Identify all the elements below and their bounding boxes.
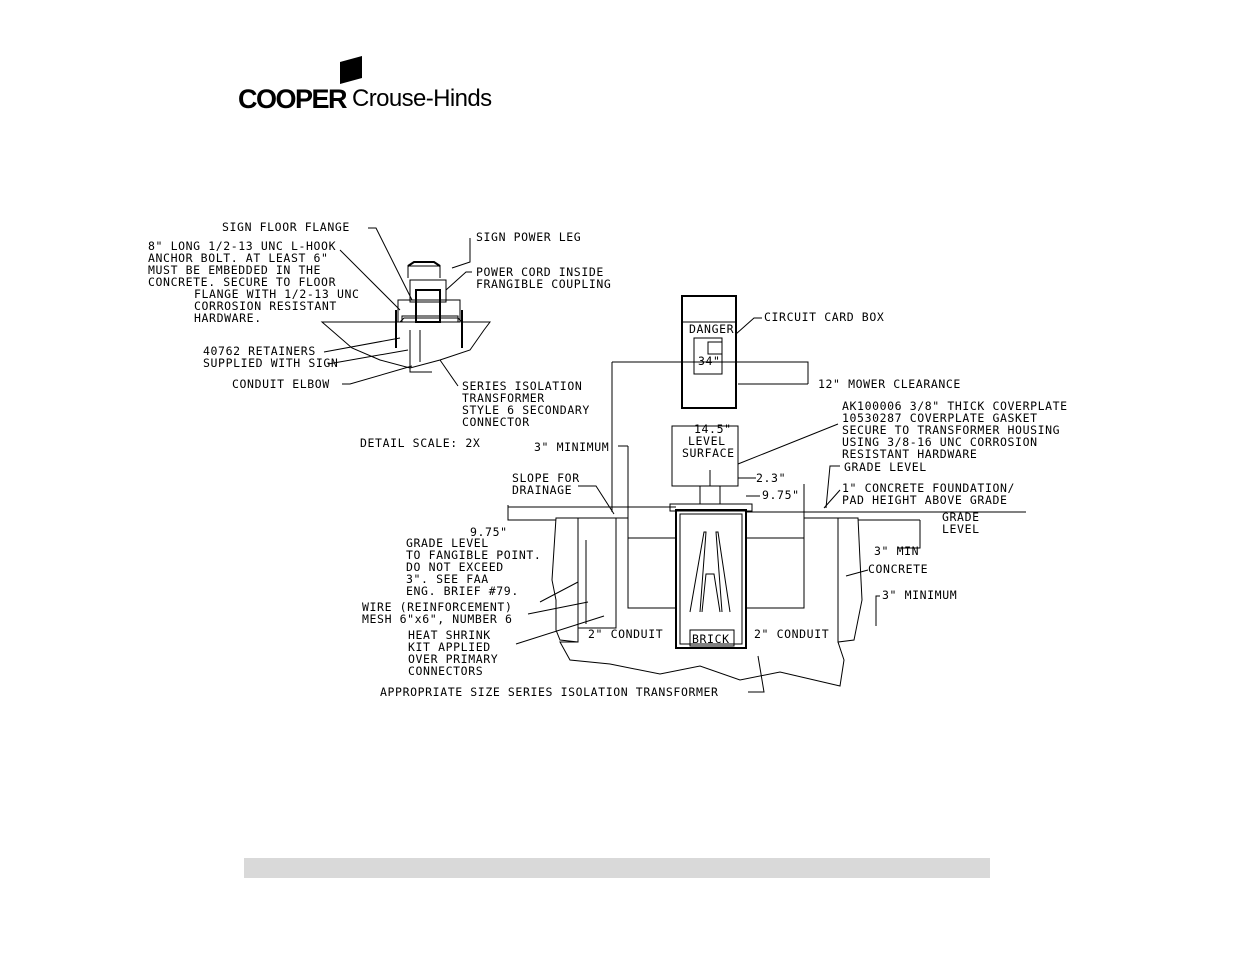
- label-slope-2: DRAINAGE: [512, 483, 572, 497]
- label-anchor-bolt-6: CORROSION RESISTANT: [194, 299, 337, 313]
- label-coverplate-2: 10530287 COVERPLATE GASKET: [842, 411, 1038, 425]
- label-bottom-transformer: APPROPRIATE SIZE SERIES ISOLATION TRANSF…: [380, 685, 719, 699]
- label-heat-shrink-4: CONNECTORS: [408, 664, 483, 678]
- label-anchor-bolt-3: MUST BE EMBEDDED IN THE: [148, 263, 321, 277]
- label-isolation-4: CONNECTOR: [462, 415, 530, 429]
- label-dim-9-75-left: 9.75": [470, 525, 508, 539]
- label-sign-power-leg: SIGN POWER LEG: [476, 230, 581, 244]
- label-anchor-bolt-2: ANCHOR BOLT. AT LEAST 6": [148, 251, 329, 265]
- label-level-surface-1: LEVEL: [688, 434, 726, 448]
- label-slope-1: SLOPE FOR: [512, 471, 580, 485]
- label-danger: DANGER: [689, 322, 734, 336]
- label-dim-2-3: 2.3": [756, 471, 786, 485]
- label-coverplate-3: SECURE TO TRANSFORMER HOUSING: [842, 423, 1060, 437]
- label-heat-shrink-3: OVER PRIMARY: [408, 652, 498, 666]
- label-grade-level-right-1: GRADE: [942, 510, 980, 524]
- main-labels: CIRCUIT CARD BOX DANGER 34" 12" MOWER CL…: [362, 310, 1068, 699]
- label-wire-mesh-1: WIRE (REINFORCEMENT): [362, 600, 512, 614]
- label-power-cord-2: FRANGIBLE COUPLING: [476, 277, 611, 291]
- label-dim-9-75-right: 9.75": [762, 488, 800, 502]
- label-three-minimum-bottom: 3" MINIMUM: [882, 588, 957, 602]
- label-wire-mesh-2: MESH 6"x6", NUMBER 6: [362, 612, 512, 626]
- label-frangible-3: DO NOT EXCEED: [406, 560, 504, 574]
- label-concrete-foundation-2: PAD HEIGHT ABOVE GRADE: [842, 493, 1008, 507]
- label-anchor-bolt-4: CONCRETE. SECURE TO FLOOR: [148, 275, 336, 289]
- label-mower-clearance: 12" MOWER CLEARANCE: [818, 377, 961, 391]
- label-conduit-left: 2" CONDUIT: [588, 627, 663, 641]
- label-sign-floor-flange: SIGN FLOOR FLANGE: [222, 220, 350, 234]
- label-grade-level-top: GRADE LEVEL: [844, 460, 927, 474]
- label-isolation-2: TRANSFORMER: [462, 391, 545, 405]
- label-isolation-3: STYLE 6 SECONDARY: [462, 403, 590, 417]
- label-three-min: 3" MIN: [874, 544, 919, 558]
- label-coverplate-5: RESISTANT HARDWARE: [842, 447, 977, 461]
- main-section-view: [507, 295, 1026, 687]
- label-three-minimum: 3" MINIMUM: [534, 440, 609, 454]
- label-heat-shrink-1: HEAT SHRINK: [408, 628, 491, 642]
- label-concrete-foundation-1: 1" CONCRETE FOUNDATION/: [842, 481, 1015, 495]
- label-conduit-right: 2" CONDUIT: [754, 627, 829, 641]
- label-coverplate-4: USING 3/8-16 UNC CORROSION: [842, 435, 1038, 449]
- label-isolation-1: SERIES ISOLATION: [462, 379, 582, 393]
- label-dim-14-5: 14.5": [694, 422, 732, 436]
- label-concrete: CONCRETE: [868, 562, 928, 576]
- label-conduit-elbow: CONDUIT ELBOW: [232, 377, 330, 391]
- detail-leaders: [323, 227, 472, 387]
- label-frangible-4: 3". SEE FAA: [406, 572, 489, 586]
- label-frangible-2: TO FANGIBLE POINT.: [406, 548, 541, 562]
- label-dim-34: 34": [698, 354, 721, 368]
- label-retainers-2: SUPPLIED WITH SIGN: [203, 356, 338, 370]
- label-coverplate-1: AK100006 3/8" THICK COVERPLATE: [842, 399, 1068, 413]
- label-power-cord-1: POWER CORD INSIDE: [476, 265, 604, 279]
- label-detail-scale: DETAIL SCALE: 2X: [360, 436, 480, 450]
- label-retainers-1: 40762 RETAINERS: [203, 344, 316, 358]
- detail-labels: SIGN FLOOR FLANGE 8" LONG 1/2-13 UNC L-H…: [148, 220, 611, 450]
- label-anchor-bolt-1: 8" LONG 1/2-13 UNC L-HOOK: [148, 239, 336, 253]
- label-frangible-1: GRADE LEVEL: [406, 536, 489, 550]
- detail-view: [320, 261, 491, 373]
- label-circuit-card-box: CIRCUIT CARD BOX: [764, 310, 884, 324]
- logo-subbrand: Crouse-Hinds: [352, 85, 492, 112]
- label-heat-shrink-2: KIT APPLIED: [408, 640, 491, 654]
- main-leaders: [515, 317, 869, 693]
- label-anchor-bolt-7: HARDWARE.: [194, 311, 262, 325]
- label-level-surface-2: SURFACE: [682, 446, 735, 460]
- logo-mark-icon: [340, 56, 362, 84]
- logo-brand: COOPER: [238, 84, 348, 114]
- label-brick: BRICK: [692, 632, 730, 646]
- label-frangible-5: ENG. BRIEF #79.: [406, 584, 519, 598]
- cooper-crouse-hinds-logo: COOPER Crouse-Hinds: [236, 52, 526, 114]
- footer-bar: [244, 858, 990, 878]
- label-anchor-bolt-5: FLANGE WITH 1/2-13 UNC: [194, 287, 360, 301]
- label-grade-level-right-2: LEVEL: [942, 522, 980, 536]
